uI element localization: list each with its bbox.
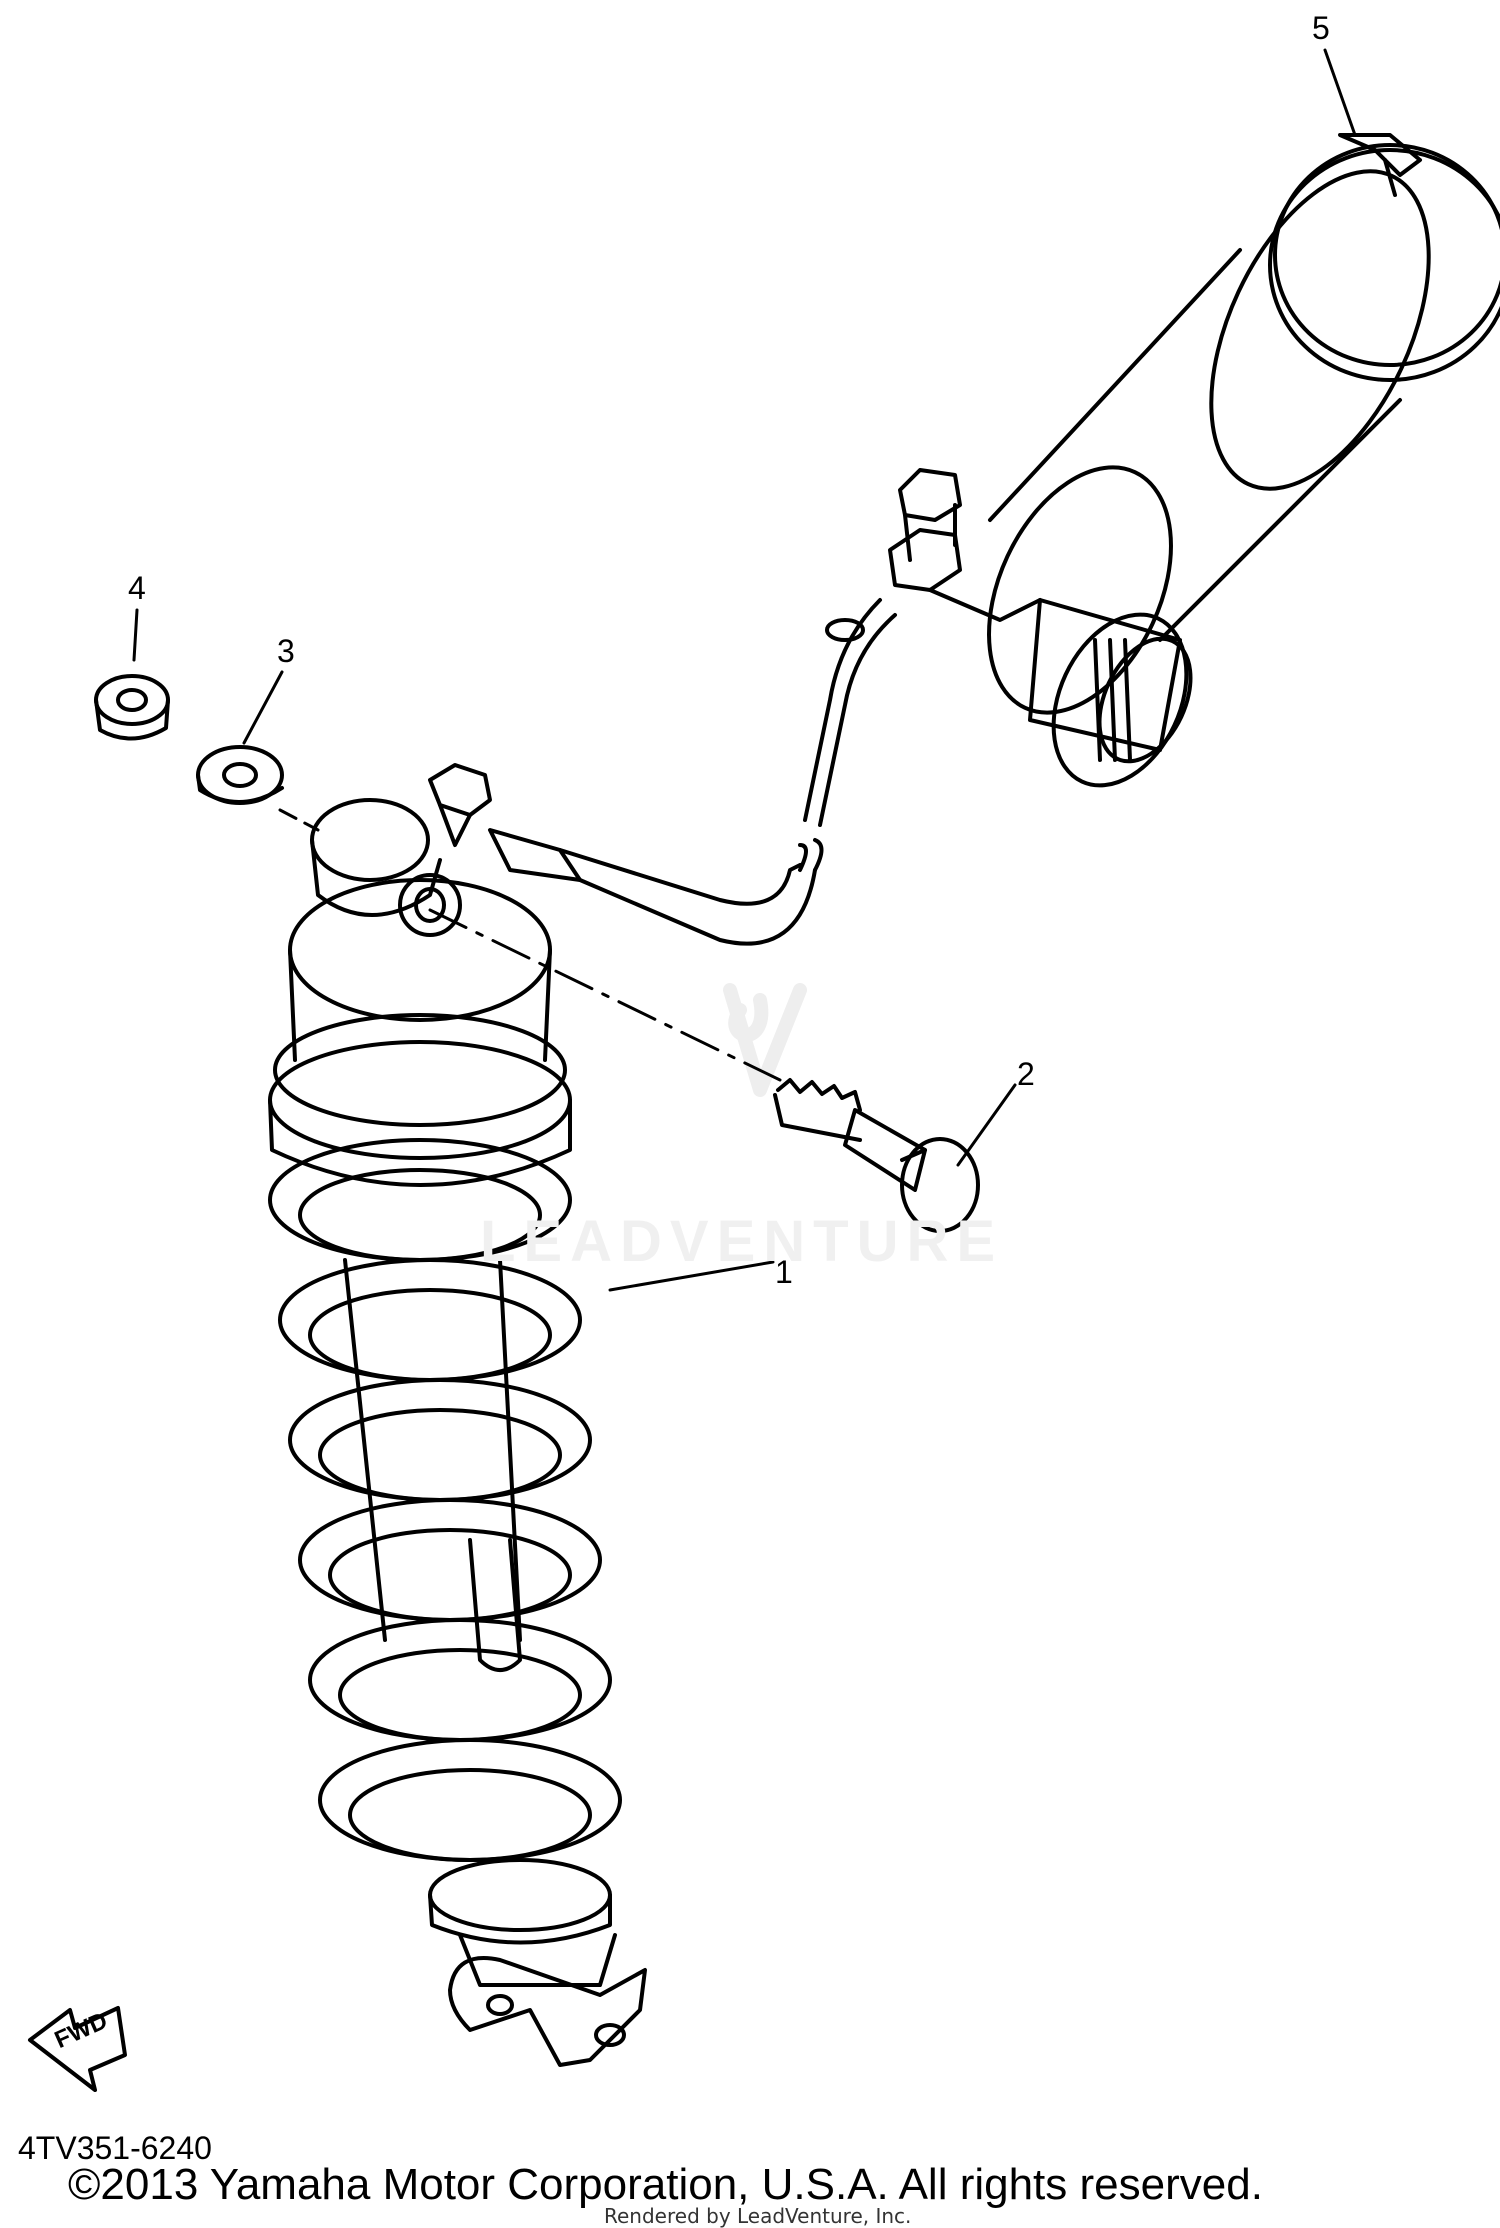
callout-3: 3	[277, 633, 295, 669]
leader-lines	[132, 48, 1357, 1292]
washer-part-3	[196, 745, 284, 805]
callout-2: 2	[1017, 1056, 1035, 1092]
watermark-logo	[723, 983, 807, 1097]
reservoir-hose	[798, 598, 897, 872]
callout-5: 5	[1312, 10, 1330, 46]
rendered-by-text: Rendered by LeadVenture, Inc.	[604, 2204, 912, 2228]
nut-part-4	[94, 674, 170, 741]
copyright-text: ©2013 Yamaha Motor Corporation, U.S.A. A…	[68, 2160, 1263, 2209]
callout-4: 4	[128, 570, 146, 606]
fwd-arrow-icon	[28, 2006, 127, 2092]
callout-1: 1	[775, 1254, 793, 1290]
shock-absorber-part-1	[268, 763, 817, 2067]
reservoir-part-5	[888, 133, 1500, 788]
watermark-text: LEADVENTURE	[480, 1209, 1004, 1274]
diagram-code: 4TV351-6240	[18, 2130, 212, 2166]
bolt-part-2	[773, 1078, 980, 1233]
